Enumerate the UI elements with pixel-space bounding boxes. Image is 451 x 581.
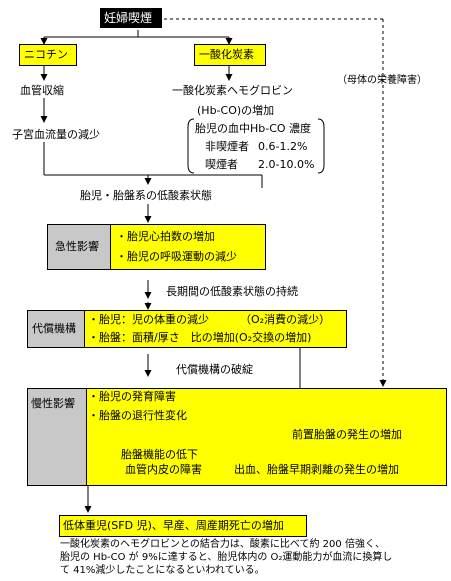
smoking-label: 妊婦喫煙 [104, 11, 153, 25]
compensation-label: 代償機構 [32, 322, 76, 335]
compensation-label-box [27, 310, 85, 348]
footnote-line-2: 胎児の Hb-CO が 9%に達すると、胎児体内の O₂運動能力が血流に換算し [60, 552, 393, 563]
acute-label-box [47, 224, 111, 270]
co-label: 一酸化炭素 [199, 48, 254, 61]
chronic-label: 慢性影響 [31, 397, 75, 410]
endothelium-text: 血管内皮の障害 [125, 463, 202, 476]
maternal-nutrition-text: （母体の栄養障害） [337, 75, 427, 86]
breakdown-text: 代償機構の破綻 [176, 363, 253, 376]
compensation-item-1: ・胎児：児の体重の減少 [88, 313, 209, 326]
smoking-box [100, 8, 162, 28]
compensation-item-2: ・胎盤：面積/厚さ 比の増加(O₂交換の増加) [88, 331, 312, 344]
concentration-title: 胎児の血中Hb-CO 濃度 [195, 122, 312, 135]
co-box [194, 44, 266, 66]
nonsmoker-label: 非喫煙者 [205, 140, 249, 153]
outcome-text: 低体重児(SFD 児)、早産、周産期死亡の増加 [63, 519, 284, 532]
previa-text: 前置胎盤の発生の増加 [292, 428, 402, 441]
chronic-label-box [27, 388, 87, 486]
acute-items-box [110, 224, 266, 270]
uterine-flow-text: 子宮血流量の減少 [12, 128, 100, 141]
concentration-brackets [187, 118, 325, 174]
hbco-line1: 一酸化炭素ヘモグロビン [172, 84, 293, 97]
vasoconstriction-text: 血管収縮 [20, 84, 64, 97]
acute-item-1: ・胎児心拍数の増加 [116, 230, 215, 243]
compensation-item-1-note: （O₂消費の減少） [240, 313, 331, 326]
chronic-item-2: ・胎盤の退行性変化 [88, 409, 187, 422]
acute-label: 急性影響 [55, 240, 99, 253]
placenta-function-text: 胎盤機能の低下 [121, 448, 198, 461]
chronic-item-1: ・胎児の発育障害 [88, 390, 176, 403]
smoker-label: 喫煙者 [205, 158, 238, 171]
chronic-box [27, 388, 447, 486]
nonsmoker-value: 0.6-1.2% [258, 140, 308, 153]
nicotine-box [19, 44, 77, 66]
hbco-line2: (Hb-CO)の増加 [197, 104, 275, 117]
footnote-line-1: 一酸化炭素のヘモグロビンとの結合力は、酸素に比べて約 200 倍強く、 [60, 539, 385, 550]
prolonged-hypoxia-text: 長期間の低酸素状態の持続 [166, 285, 298, 298]
smoker-value: 2.0-10.0% [258, 158, 315, 171]
nicotine-label: ニコチン [24, 48, 68, 61]
hypoxia-text: 胎児・胎盤系の低酸素状態 [80, 189, 212, 202]
footnote-line-3: て 41%減少したことになるといわれている。 [60, 565, 265, 576]
outcome-box [59, 515, 307, 537]
acute-item-2: ・胎児の呼吸運動の減少 [116, 250, 237, 263]
bleeding-text: 出血、胎盤早期剥離の発生の増加 [234, 463, 399, 476]
